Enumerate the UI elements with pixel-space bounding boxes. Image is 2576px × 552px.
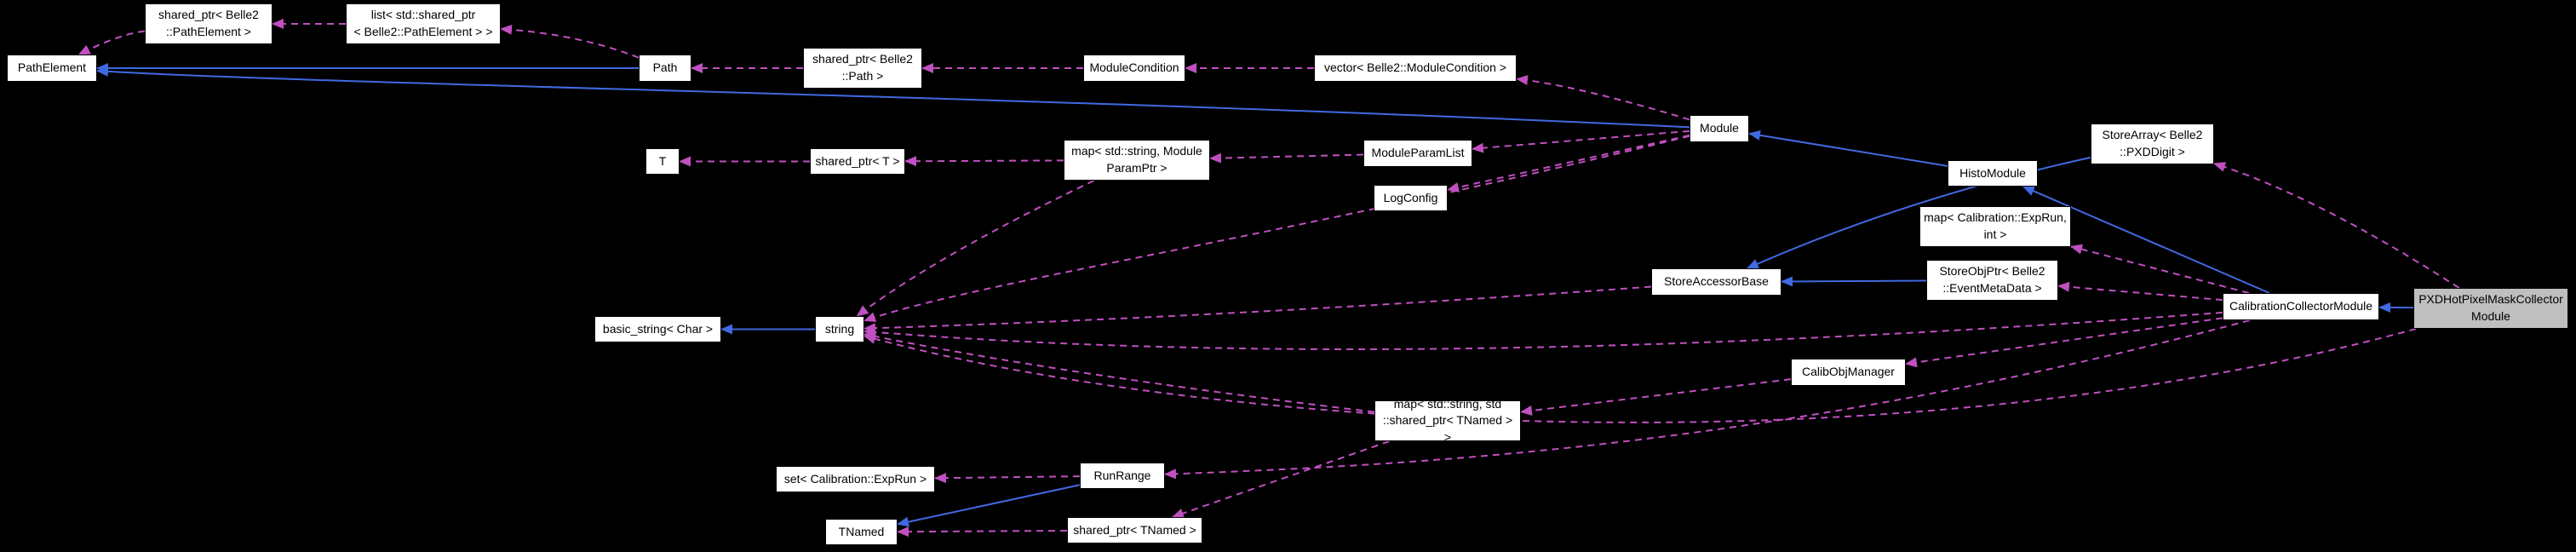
diagram-node-path[interactable]: Path — [639, 55, 691, 82]
diagram-node-map_exprun[interactable]: map< Calibration::ExpRun, int > — [1919, 206, 2071, 247]
edge-run_range-set_exprun — [934, 473, 1081, 484]
edge-module-vector_mc — [1516, 75, 1690, 121]
edge-pxd_hot-store_array — [2213, 162, 2460, 289]
edge-run_range-tnamed — [897, 484, 1081, 527]
diagram-node-run_range[interactable]: RunRange — [1080, 463, 1165, 489]
diagram-node-pxd_hot[interactable]: PXDHotPixelMaskCollector Module — [2413, 288, 2568, 329]
diagram-node-tnamed[interactable]: TNamed — [825, 519, 898, 545]
edge-module-log_config — [1447, 134, 1690, 193]
diagram-node-module_condition[interactable]: ModuleCondition — [1083, 55, 1185, 82]
edge-calib_collector-calib_obj_manager — [1905, 317, 2223, 368]
diagram-node-calib_obj_manager[interactable]: CalibObjManager — [1791, 359, 1906, 386]
diagram-node-module_param_list[interactable]: ModuleParamList — [1363, 140, 1472, 167]
edge-calib_collector-store_obj_ptr — [2057, 281, 2223, 302]
edge-store_obj_ptr-store_accessor — [1781, 276, 1927, 287]
edge-map_tnamed-string — [863, 331, 1375, 413]
edge-map_param-sp_t — [904, 156, 1064, 167]
diagram-node-string[interactable]: string — [815, 316, 864, 342]
diagram-node-histo_module[interactable]: HistoModule — [1948, 160, 2038, 187]
edge-map_tnamed-sp_tnamed — [1171, 440, 1390, 519]
diagram-node-map_param[interactable]: map< std::string, Module ParamPtr > — [1064, 140, 1210, 181]
diagram-node-store_obj_ptr[interactable]: StoreObjPtr< Belle2 ::EventMetaData > — [1926, 260, 2058, 301]
edge-sp_pathelement-path_element — [77, 30, 146, 55]
diagram-node-t_node[interactable]: T — [645, 148, 680, 175]
diagram-node-path_element[interactable]: PathElement — [7, 55, 97, 82]
diagram-node-sp_t[interactable]: shared_ptr< T > — [810, 148, 905, 175]
edge-calib_obj_manager-map_tnamed — [1520, 378, 1792, 416]
edge-calib_collector-histo_module — [2022, 186, 2270, 294]
diagram-node-module[interactable]: Module — [1690, 115, 1749, 142]
diagram-node-log_config[interactable]: LogConfig — [1374, 185, 1448, 211]
edge-module-path_element — [96, 66, 1690, 129]
diagram-node-basic_string[interactable]: basic_string< Char > — [594, 316, 721, 342]
edge-pxd_hot-string — [863, 328, 2417, 423]
diagram-node-set_exprun[interactable]: set< Calibration::ExpRun > — [776, 466, 935, 492]
edge-path-list_sp_pathelement — [500, 24, 640, 59]
edge-module-string — [863, 135, 1690, 322]
edge-store_accessor-string — [863, 285, 1652, 334]
diagram-node-vector_mc[interactable]: vector< Belle2::ModuleCondition > — [1314, 55, 1517, 82]
edge-calib_collector-run_range — [1164, 319, 2251, 480]
diagram-node-sp_path[interactable]: shared_ptr< Belle2 ::Path > — [803, 48, 922, 89]
diagram-node-sp_pathelement[interactable]: shared_ptr< Belle2 ::PathElement > — [145, 3, 273, 44]
diagram-node-list_sp_pathelement[interactable]: list< std::shared_ptr < Belle2::PathElem… — [346, 3, 501, 44]
edge-calib_collector-string — [863, 311, 2223, 350]
diagram-node-map_tnamed[interactable]: map< std::string, std ::shared_ptr< TNam… — [1374, 397, 1521, 444]
edge-map_param-string — [856, 180, 1095, 317]
edge-module-module_param_list — [1472, 129, 1690, 153]
diagram-node-store_array[interactable]: StoreArray< Belle2 ::PXDDigit > — [2091, 124, 2214, 164]
edge-sp_tnamed-tnamed — [897, 526, 1068, 538]
diagram-node-calib_collector[interactable]: CalibrationCollectorModule — [2223, 293, 2379, 320]
edge-module_param_list-map_param — [1209, 152, 1364, 164]
edge-calib_collector-map_exprun — [2070, 244, 2250, 294]
edge-store_array-store_accessor — [1746, 156, 2091, 269]
edge-histo_module-module — [1748, 129, 1948, 167]
diagram-node-store_accessor[interactable]: StoreAccessorBase — [1651, 268, 1781, 296]
diagram-node-sp_tnamed[interactable]: shared_ptr< TNamed > — [1067, 517, 1202, 543]
